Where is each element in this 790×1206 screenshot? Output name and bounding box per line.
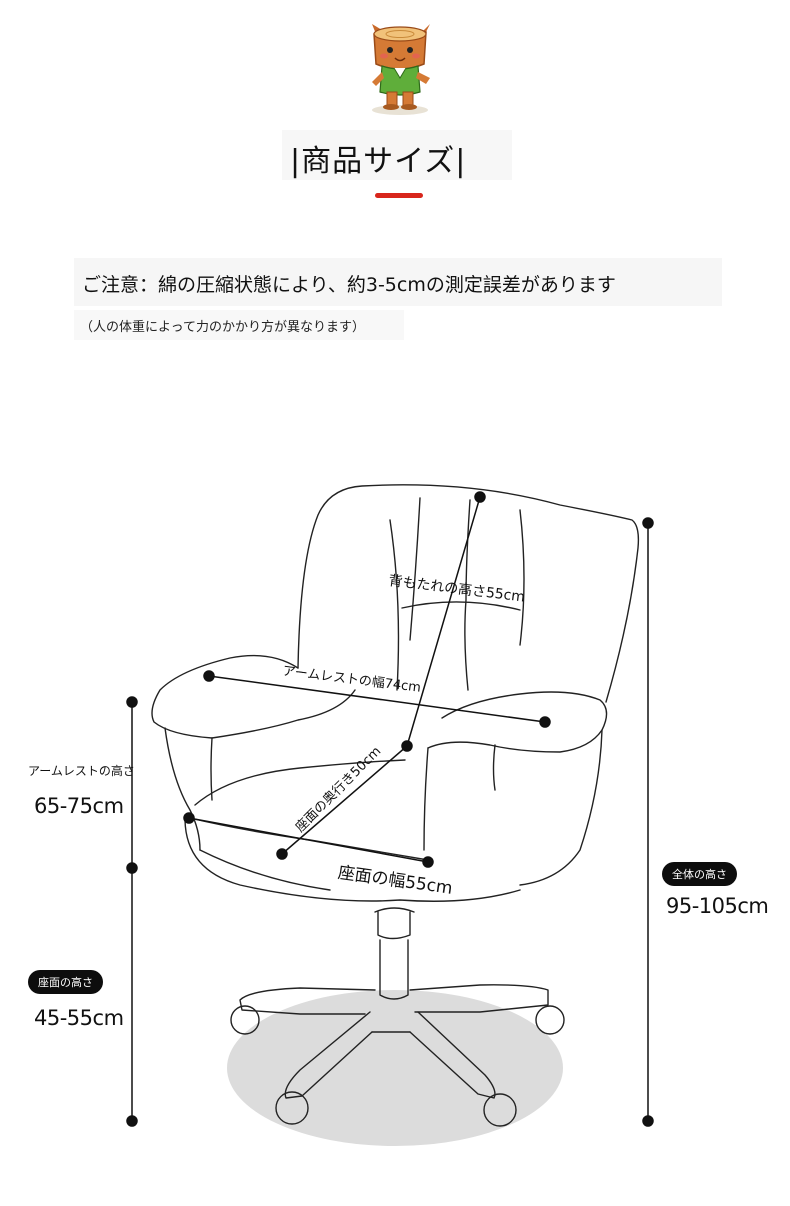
notice-background bbox=[74, 258, 722, 306]
dimension-lines bbox=[126, 491, 654, 1127]
tree-stump-mascot-icon bbox=[372, 24, 430, 115]
floor-shadow bbox=[227, 990, 563, 1146]
page-title: |商品サイズ| bbox=[290, 144, 467, 179]
total-height-value: 95-105cm bbox=[666, 894, 769, 918]
notice-main: ご注意：綿の圧縮状態により、約3-5cmの測定誤差があります bbox=[82, 274, 616, 296]
seat-width-dot-left bbox=[183, 812, 195, 824]
seat-depth-line bbox=[281, 745, 408, 855]
seat-height-badge: 座面の高さ bbox=[28, 970, 103, 994]
total-height-badge: 全体の高さ bbox=[662, 862, 737, 886]
chair-outline bbox=[151, 484, 640, 1127]
seat-width-dot-right bbox=[422, 856, 434, 868]
armrest-width-line bbox=[208, 675, 546, 723]
title-underline bbox=[375, 193, 423, 198]
seat-width-line bbox=[188, 817, 429, 863]
armrest-width-dot-left bbox=[203, 670, 215, 682]
armrest-height-value: 65-75cm bbox=[34, 794, 124, 818]
armrest-height-label: アームレストの高さ bbox=[28, 764, 135, 778]
left-height-dot-mid bbox=[126, 862, 138, 874]
notice-sub-background bbox=[74, 310, 404, 340]
seat-depth-dot bbox=[276, 848, 288, 860]
seat-height-value: 45-55cm bbox=[34, 1006, 124, 1030]
total-height-dot-bottom bbox=[642, 1115, 654, 1127]
title-background bbox=[282, 130, 512, 180]
notice-sub: （人の体重によって力のかかり方が異なります） bbox=[80, 320, 365, 335]
total-height-dot-top bbox=[642, 517, 654, 529]
left-height-dot-top bbox=[126, 696, 138, 708]
backrest-height-dot-top bbox=[474, 491, 486, 503]
armrest-width-dot-right bbox=[539, 716, 551, 728]
left-height-dot-bottom bbox=[126, 1115, 138, 1127]
